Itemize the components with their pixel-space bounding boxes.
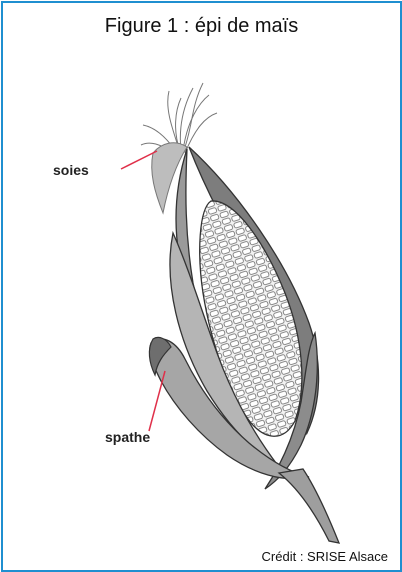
husk-label: spathe	[105, 429, 150, 445]
corn-ear-illustration: soies spathe	[3, 3, 400, 570]
silks-label: soies	[53, 162, 89, 178]
stalk	[279, 469, 339, 543]
spathe-leader-line	[149, 371, 165, 431]
figure-credit: Crédit : SRISE Alsace	[262, 549, 388, 564]
